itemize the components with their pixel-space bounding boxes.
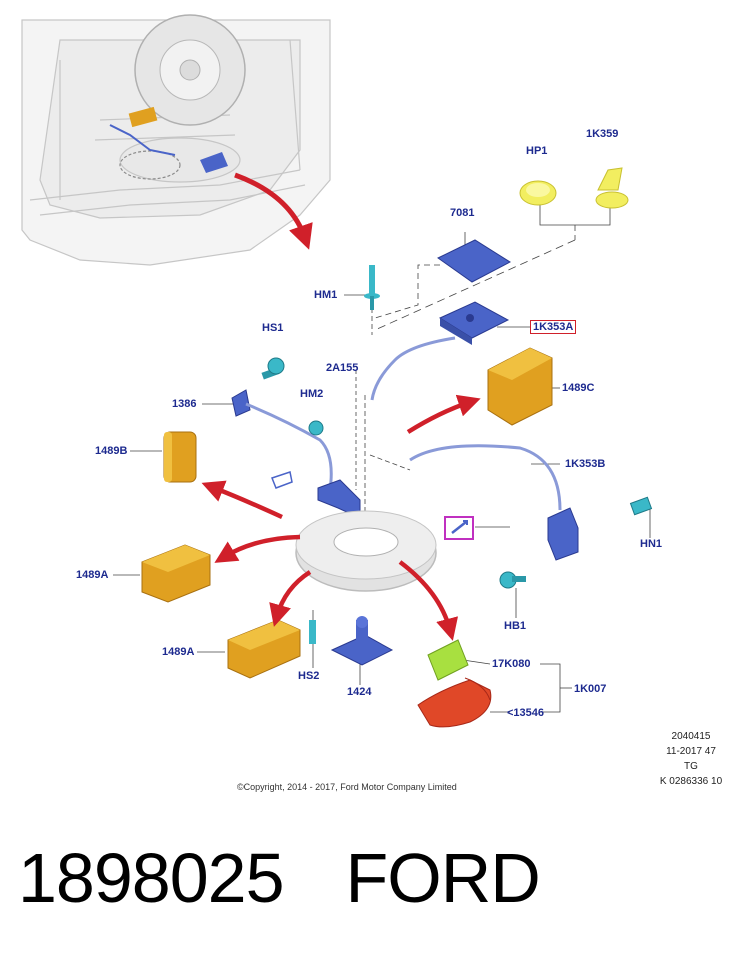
drawing-reference: K 0286336 10 bbox=[659, 776, 723, 787]
red-arrows bbox=[201, 394, 481, 641]
detail-reference-icon bbox=[444, 516, 474, 540]
label-1k353b: 1K353B bbox=[565, 458, 606, 470]
vehicle-rear-inset bbox=[21, 19, 331, 266]
label-1489c: 1489C bbox=[562, 382, 595, 394]
label-hn1: HN1 bbox=[640, 538, 663, 550]
label-hm1: HM1 bbox=[314, 289, 338, 301]
foam-1489b bbox=[163, 431, 197, 483]
bracket-1386 bbox=[231, 389, 251, 417]
footer-brand: FORD bbox=[345, 839, 541, 917]
bracket-1k353b bbox=[547, 507, 579, 561]
inset-highlighted-parts bbox=[109, 106, 228, 173]
copyright-notice: ©Copyright, 2014 - 2017, Ford Motor Comp… bbox=[237, 782, 457, 792]
drawing-code: 2040415 bbox=[671, 731, 711, 742]
spare-wheel-exploded-diagram bbox=[21, 14, 653, 728]
inset-to-detail-arrow bbox=[234, 172, 313, 250]
stud-hs2 bbox=[309, 620, 316, 644]
label-1489b: 1489B bbox=[95, 445, 128, 457]
cap-1k359 bbox=[595, 167, 629, 209]
drawing-info-block: 2040415 11-2017 47 TG K 0286336 10 bbox=[652, 729, 730, 789]
cable-1k353a bbox=[370, 336, 456, 401]
chock-17k080 bbox=[427, 639, 469, 681]
label-hb1: HB1 bbox=[504, 620, 527, 632]
footer-part-number: 1898025 bbox=[18, 839, 285, 917]
nut-hn1 bbox=[629, 496, 653, 516]
label-7081: 7081 bbox=[450, 207, 475, 219]
label-hm2: HM2 bbox=[300, 388, 324, 400]
bracket-1k353a bbox=[438, 301, 510, 345]
bolt-hb1 bbox=[499, 571, 526, 589]
label-1k007: 1K007 bbox=[574, 683, 607, 695]
cable-1386 bbox=[245, 402, 333, 491]
label-1489a-top: 1489A bbox=[76, 569, 109, 581]
jack-1424 bbox=[330, 616, 394, 666]
foam-1489a-top bbox=[141, 544, 211, 603]
label-hp1: HP1 bbox=[526, 145, 548, 157]
label-hs2: HS2 bbox=[298, 670, 320, 682]
label-hs1: HS1 bbox=[262, 322, 284, 334]
label-1424: 1424 bbox=[347, 686, 372, 698]
label-2a155: 2A155 bbox=[326, 362, 359, 374]
label-1k353a: 1K353A bbox=[530, 320, 577, 334]
label-1k359: 1K359 bbox=[586, 128, 619, 140]
cable-1k353b bbox=[409, 444, 562, 511]
label-13546: <13546 bbox=[507, 707, 545, 719]
clip-hm2 bbox=[308, 420, 324, 436]
label-1386: 1386 bbox=[172, 398, 197, 410]
cap-hp1 bbox=[519, 180, 557, 206]
label-17k080: 17K080 bbox=[492, 658, 531, 670]
foam-1489c bbox=[487, 347, 553, 426]
inset-spare-wheel bbox=[134, 14, 246, 126]
footer-title: 1898025 FORD bbox=[18, 838, 541, 918]
spare-tyre bbox=[295, 510, 437, 592]
bolt-hs1 bbox=[261, 357, 285, 380]
cover-7081 bbox=[437, 239, 512, 283]
drawing-initials: TG bbox=[684, 761, 698, 772]
holder-13546 bbox=[417, 677, 492, 728]
drawing-date: 11-2017 47 bbox=[666, 746, 716, 757]
pin-hm1 bbox=[364, 265, 380, 310]
foam-1489a-bottom bbox=[227, 619, 301, 679]
label-1489a-bottom: 1489A bbox=[162, 646, 195, 658]
bracket-2a155 bbox=[271, 471, 361, 519]
